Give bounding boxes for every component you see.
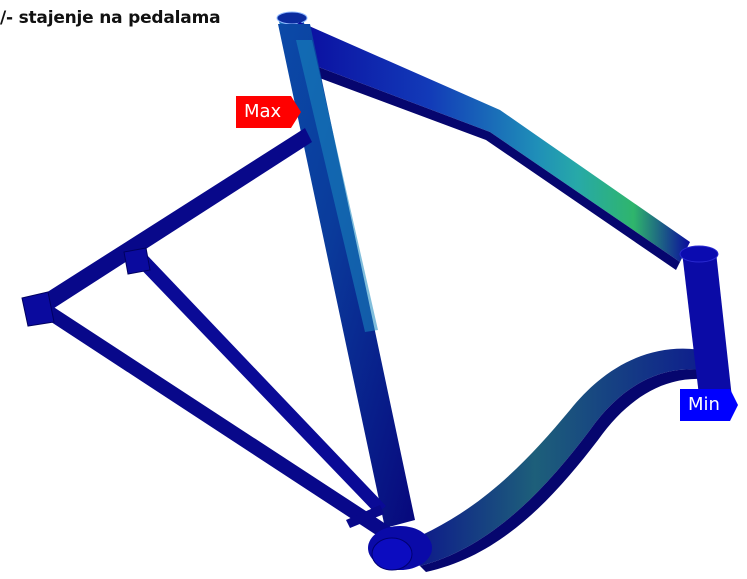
curved-tube-shade — [420, 369, 712, 572]
short-stay — [346, 505, 384, 528]
rear-dropout — [21, 291, 55, 327]
front-tube-top — [679, 245, 719, 263]
bottom-bracket-face — [371, 537, 413, 571]
min-stress-probe[interactable]: Min — [680, 389, 738, 421]
max-stress-probe[interactable]: Max — [236, 96, 302, 128]
upper-stay — [38, 128, 312, 312]
top-tube — [288, 22, 690, 262]
seat-tube-highlight — [296, 40, 378, 332]
max-label: Max — [244, 101, 282, 122]
seat-tube — [278, 24, 415, 528]
lower-stay — [42, 306, 395, 540]
page-title: /- stajenje na pedalama — [0, 8, 221, 28]
front-tube — [682, 252, 732, 404]
brace-stay — [134, 254, 386, 514]
min-label: Min — [688, 394, 720, 415]
brace-dropout — [123, 247, 151, 275]
curved-tube — [390, 348, 712, 566]
top-tube-shade — [298, 60, 680, 270]
head-tube-top — [276, 11, 308, 25]
